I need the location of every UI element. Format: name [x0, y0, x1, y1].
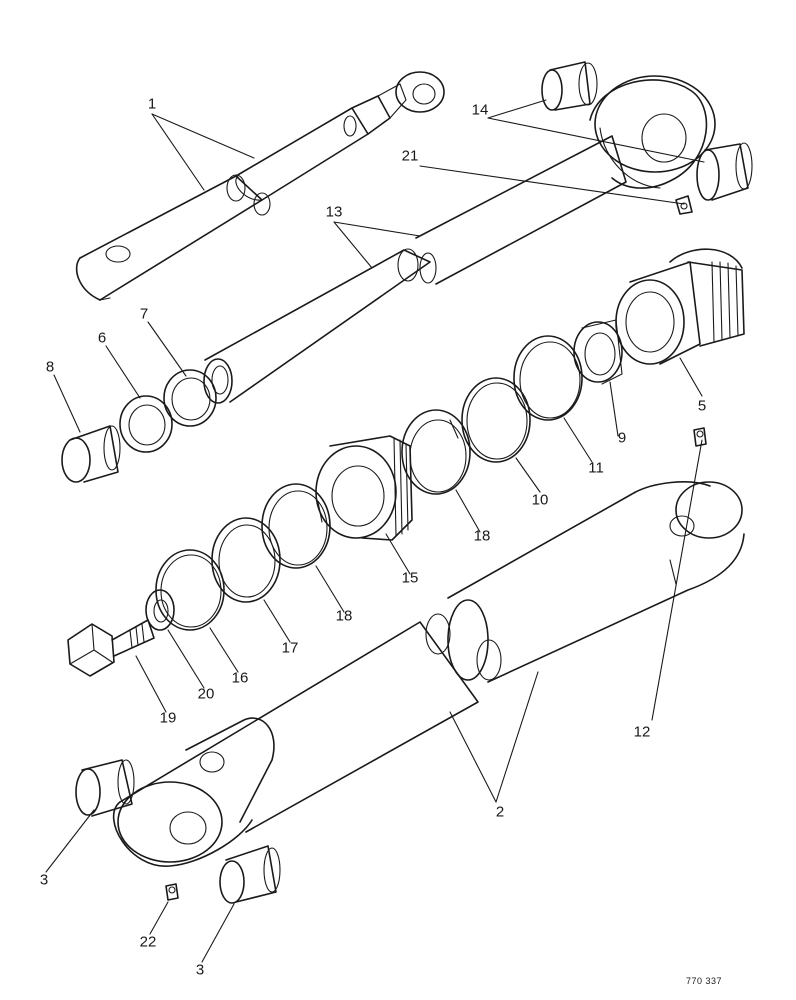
- callout-18-upper: 18: [473, 527, 491, 545]
- callout-3-left: 3: [39, 871, 49, 889]
- part-10-ring: [461, 377, 531, 463]
- part-12-grease-nipple: [693, 427, 707, 447]
- callout-2: 2: [495, 803, 505, 821]
- part-6-ring: [119, 395, 173, 453]
- part-8-bushing: [61, 425, 121, 483]
- callout-13: 13: [325, 203, 343, 221]
- callout-11: 11: [588, 459, 604, 477]
- part-14-bushing-upper: [541, 61, 598, 111]
- callout-18-lower: 18: [335, 607, 353, 625]
- callout-22: 22: [139, 933, 157, 951]
- part-13-piston-rod: [203, 75, 716, 404]
- callout-20: 20: [197, 685, 215, 703]
- part-21-grease-nipple: [675, 195, 693, 215]
- part-5-cylinder-head: [615, 248, 745, 365]
- callout-1: 1: [147, 95, 157, 113]
- callout-5: 5: [697, 397, 707, 415]
- callout-10: 10: [531, 491, 549, 509]
- callout-17: 17: [281, 639, 299, 657]
- part-14-bushing-lower: [696, 142, 753, 201]
- callout-21: 21: [401, 147, 419, 165]
- callout-16: 16: [231, 669, 249, 687]
- callout-14: 14: [471, 101, 489, 119]
- callout-7: 7: [139, 305, 149, 323]
- leader-lines: [45, 99, 705, 963]
- part-17-seal-ring: [211, 517, 281, 603]
- part-3-bushing-left: [75, 759, 135, 817]
- part-11-ring: [513, 335, 583, 421]
- callout-6: 6: [97, 329, 107, 347]
- part-18-ring-upper: [401, 409, 471, 495]
- part-18-ring-lower: [261, 483, 331, 569]
- part-3-bushing-right: [219, 845, 281, 904]
- callout-9: 9: [617, 429, 627, 447]
- figure-reference-code: 770 337: [686, 976, 723, 986]
- part-1-cylinder-assembly: [75, 71, 445, 301]
- part-22-grease-nipple: [165, 883, 179, 901]
- part-2-cylinder-tube: [112, 481, 745, 867]
- part-19-bolt: [67, 619, 155, 677]
- callout-8: 8: [45, 358, 55, 376]
- callout-12: 12: [633, 723, 651, 741]
- callout-19: 19: [159, 709, 177, 727]
- callout-15: 15: [401, 569, 419, 587]
- part-20-washer: [145, 589, 175, 631]
- part-7-wear-ring: [163, 369, 217, 427]
- callout-3-right: 3: [195, 961, 205, 979]
